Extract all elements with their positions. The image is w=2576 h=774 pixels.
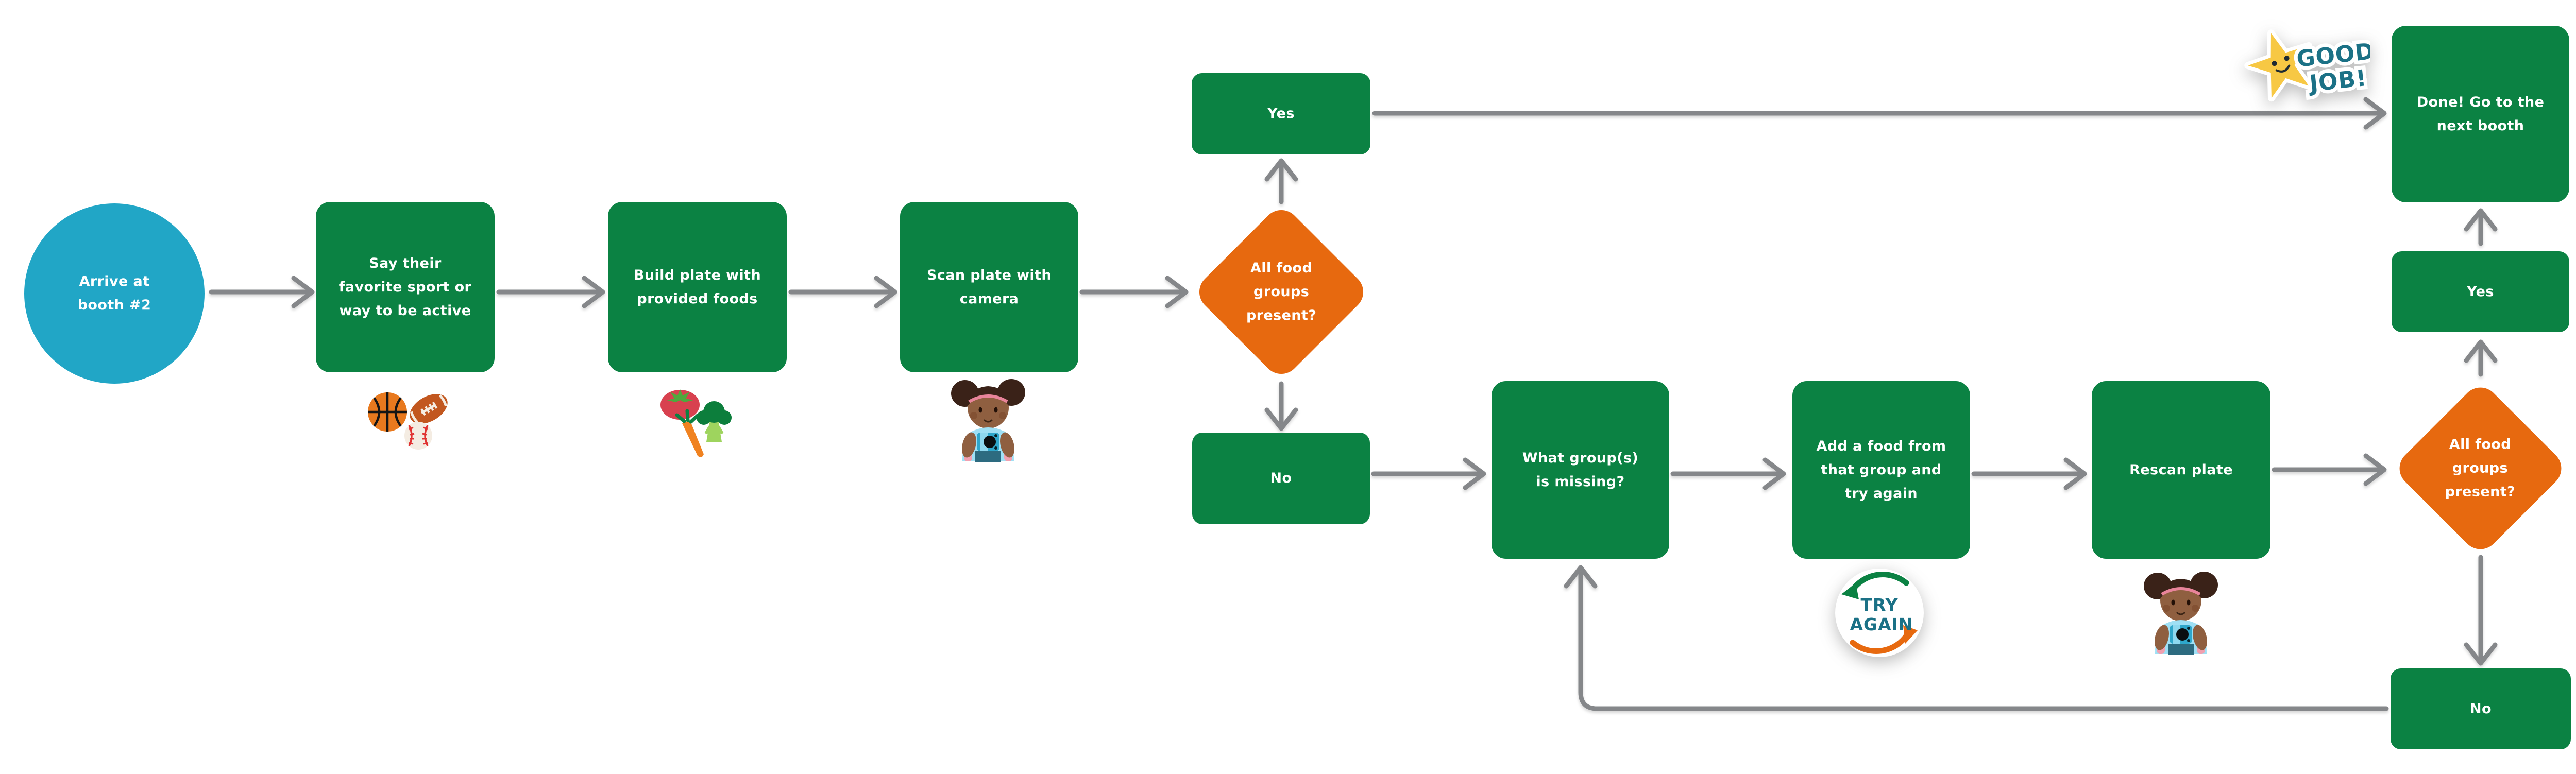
add-food-label: that group and	[1821, 461, 1942, 478]
arrow-decision1-to-yes1	[1264, 158, 1298, 204]
broccoli-icon	[697, 401, 732, 442]
decision-2-content: All food groups present?	[2445, 433, 2515, 504]
yes-1-node: Yes	[1192, 73, 1370, 154]
circular-arrows-icon	[1841, 572, 1918, 654]
done-label: Done! Go to the	[2416, 94, 2545, 110]
carrot-icon	[675, 409, 704, 457]
no-1-node: No	[1192, 433, 1370, 524]
what-group-label: What group(s)	[1522, 450, 1639, 466]
arrow-say-to-build	[496, 276, 605, 308]
tomato-carrot-broccoli-icon	[660, 389, 732, 457]
arrow-no2-loop-to-whatgroup	[1564, 565, 2389, 711]
arrow-no1-to-whatgroup	[1371, 457, 1486, 490]
yes-1-label: Yes	[1267, 106, 1295, 122]
done-label: next booth	[2436, 117, 2524, 134]
arrow-build-to-scan	[788, 276, 897, 308]
decision-1-label: All food	[1250, 260, 1313, 276]
good-job-sticker: GOOD JOB!	[2244, 29, 2370, 102]
arrow-rescan-to-decision2	[2272, 453, 2387, 486]
start-node-label: booth #2	[77, 297, 151, 313]
baseball-icon	[404, 422, 432, 450]
try-again-text: TRY	[1860, 595, 1898, 615]
arrow-decision2-to-yes2	[2464, 339, 2498, 377]
try-again-text: AGAIN	[1850, 614, 1913, 634]
decision-2-label: All food	[2449, 436, 2512, 453]
what-group-node: What group(s) is missing?	[1492, 381, 1669, 559]
start-node: Arrive at booth #2	[24, 203, 205, 384]
arrow-decision2-to-no2	[2464, 555, 2498, 666]
girl-with-camera-icon	[951, 379, 1025, 462]
football-icon	[410, 394, 448, 424]
arrow-addfood-to-rescan	[1971, 457, 2087, 490]
basketball-icon	[368, 392, 407, 432]
yes-2-node: Yes	[2392, 251, 2569, 332]
start-node-label: Arrive at	[79, 273, 150, 289]
rescan-plate-node: Rescan plate	[2092, 381, 2270, 559]
tomato-icon	[660, 389, 700, 420]
build-plate-label: provided foods	[637, 290, 758, 307]
build-plate-label: Build plate with	[633, 267, 761, 283]
try-again-sticker: TRY AGAIN	[1835, 569, 1924, 657]
what-group-label: is missing?	[1536, 473, 1625, 490]
no-2-label: No	[2470, 700, 2492, 717]
add-food-label: Add a food from	[1816, 438, 1946, 454]
decision-2-label: groups	[2452, 460, 2509, 476]
add-food-label: try again	[1844, 485, 1918, 502]
girl-with-camera-icon	[2144, 572, 2218, 655]
arrow-yes2-to-done	[2464, 208, 2498, 246]
no-1-label: No	[1270, 470, 1292, 486]
say-sport-label: way to be active	[339, 302, 471, 319]
arrow-yes1-to-done	[1372, 97, 2387, 130]
build-plate-node: Build plate with provided foods	[608, 202, 787, 372]
say-sport-label: favorite sport or	[338, 279, 472, 295]
arrow-scan-to-decision1	[1079, 276, 1189, 308]
good-job-text: JOB!	[2307, 65, 2368, 97]
scan-plate-label: Scan plate with	[926, 267, 1052, 283]
yes-2-label: Yes	[2467, 283, 2494, 300]
arrow-decision1-to-no1	[1264, 381, 1298, 431]
decision-1-label: present?	[1246, 307, 1317, 323]
no-2-node: No	[2391, 668, 2571, 749]
basketball-football-baseball-icon	[368, 392, 448, 450]
say-sport-label: Say their	[369, 255, 442, 271]
star-icon	[2244, 29, 2313, 102]
rescan-plate-label: Rescan plate	[2129, 461, 2233, 478]
scan-plate-node: Scan plate with camera	[900, 202, 1078, 372]
decision-2-label: present?	[2445, 484, 2516, 500]
done-node: Done! Go to the next booth	[2392, 26, 2569, 202]
decision-1-label: groups	[1253, 283, 1310, 300]
decision-1-content: All food groups present?	[1246, 256, 1316, 328]
arrow-start-to-say	[209, 276, 315, 308]
arrow-whatgroup-to-addfood	[1670, 457, 1786, 490]
add-food-node: Add a food from that group and try again	[1792, 381, 1970, 559]
say-sport-node: Say their favorite sport or way to be ac…	[316, 202, 495, 372]
scan-plate-label: camera	[959, 290, 1019, 307]
